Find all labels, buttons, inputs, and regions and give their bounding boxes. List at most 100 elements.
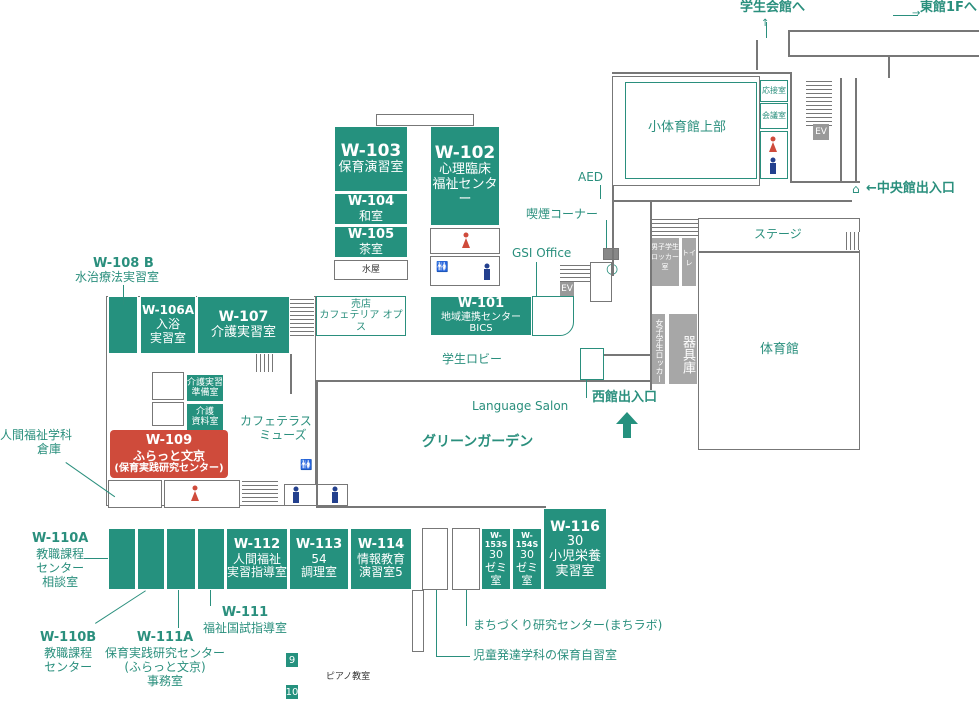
gsi-block <box>590 262 612 302</box>
care-data-room[interactable]: 介護 資料室 <box>186 403 224 431</box>
room-name: 和室 <box>358 208 383 223</box>
room-name: 小児栄養 <box>548 548 601 564</box>
room-name: 演習室5 <box>359 565 403 580</box>
room-code: W-107 <box>218 309 269 326</box>
restroom-w102-female <box>430 228 500 254</box>
w108b-code: W-108 B <box>93 256 154 271</box>
wall <box>650 200 652 390</box>
male-locker-room[interactable]: 男子学生ロッカー室 <box>650 237 680 287</box>
shop-cafeteria[interactable]: 売店 カフェテリア オプス <box>316 296 406 336</box>
piano-room-9[interactable]: 9 <box>285 652 299 668</box>
room-name: 調理室 <box>300 565 337 580</box>
accessible-restroom-icon: 🚻 <box>300 460 313 471</box>
room-code: W-116 <box>550 518 600 535</box>
w111-leader <box>210 590 211 606</box>
room-code: W-103 <box>340 140 402 161</box>
room-w110a[interactable] <box>108 528 136 590</box>
w110b-name2: センター <box>44 659 93 674</box>
entrance-arrow-icon <box>616 412 638 438</box>
restroom-w109 <box>164 480 240 508</box>
room-w154s[interactable]: W-154S 30 ゼミ室 <box>512 528 542 590</box>
room-code: W-104 <box>347 193 395 209</box>
stairs-gsi <box>560 262 590 282</box>
room-w104[interactable]: W-104 和室 <box>334 193 408 225</box>
elevator-gsi: EV <box>560 282 574 296</box>
room-name: 介護実習 <box>187 377 224 388</box>
wall <box>612 200 852 202</box>
mizuya-room[interactable]: 水屋 <box>334 260 408 280</box>
room-name: 情報教育 <box>356 551 405 566</box>
room-w102[interactable]: W-102 心理臨床 福祉センター <box>430 126 500 226</box>
room-w111[interactable] <box>197 528 225 590</box>
meeting-room[interactable]: 会議室 <box>760 103 788 129</box>
room-code: W-105 <box>347 226 395 242</box>
room-w116[interactable]: W-116 30 小児栄養 実習室 <box>543 508 607 590</box>
gsi-office[interactable] <box>532 296 574 336</box>
room-name: 実習室 <box>149 330 186 345</box>
human-welfare-storage-label: 人間福祉学科 倉庫 <box>0 428 72 457</box>
wall <box>612 186 614 276</box>
male-restroom-icon <box>484 263 490 280</box>
male-restroom-icon <box>770 157 776 174</box>
door-icon: ⌂ <box>852 182 860 196</box>
wall <box>790 72 792 182</box>
room-w112[interactable]: W-112 人間福祉 実習指導室 <box>226 528 288 590</box>
storage-room[interactable] <box>108 480 162 508</box>
accessible-restroom-icon: 🚻 <box>436 262 449 273</box>
w110a-name3: 相談室 <box>42 575 79 590</box>
student-hall-arrow-line <box>766 22 767 38</box>
language-salon-label: Language Salon <box>472 399 569 413</box>
room-name: 30 <box>489 548 503 562</box>
room-w111a[interactable] <box>166 528 196 590</box>
female-restroom-icon <box>462 232 470 248</box>
stage-stairs <box>846 232 860 250</box>
female-locker-room[interactable]: 女子学生ロッカー室 <box>644 313 666 385</box>
room-name: 実習室 <box>555 563 595 579</box>
room-name: 心理臨床 <box>438 162 491 178</box>
central-entrance-label[interactable]: ←中央館出入口 <box>866 181 955 196</box>
room-name: (保育実践研究センター) <box>114 462 224 474</box>
language-salon[interactable] <box>580 348 604 380</box>
w110a-name2: センター <box>36 560 85 575</box>
room-w110b[interactable] <box>137 528 165 590</box>
wall <box>604 354 650 356</box>
child-dev-leader-h <box>436 656 470 657</box>
w108b-leader <box>123 285 124 305</box>
east-building-direction[interactable]: 東館1Fへ <box>920 0 977 15</box>
gymnasium[interactable] <box>698 252 860 450</box>
reception-room[interactable]: 応接室 <box>760 80 788 102</box>
shop-line2: カフェテリア オプス <box>319 310 403 333</box>
wall <box>290 354 292 394</box>
room-code: W-102 <box>434 142 496 163</box>
stairs-east <box>806 80 832 126</box>
toilet-room[interactable]: トイレ <box>681 237 697 287</box>
room-w107[interactable]: W-107 介護実習室 <box>197 296 290 354</box>
w110a-name1: 教職課程 <box>36 546 85 561</box>
piano-room-10[interactable]: 10 <box>285 684 299 700</box>
care-prep-room[interactable]: 介護実習 準備室 <box>186 374 224 402</box>
room-w113[interactable]: W-113 54 調理室 <box>289 528 349 590</box>
room-code: W-109 <box>145 433 193 448</box>
room-w103[interactable]: W-103 保育演習室 <box>334 126 408 192</box>
room-w106a[interactable]: W-106A 入浴 実習室 <box>140 296 196 354</box>
equipment-room[interactable]: 器具庫 <box>668 313 698 385</box>
west-entrance-label[interactable]: 西館出入口 <box>592 390 658 405</box>
machi-lab-label: まちづくり研究センター(まちラボ) <box>473 618 663 632</box>
room-w114[interactable]: W-114 情報教育 演習室5 <box>350 528 412 590</box>
room-child-dev[interactable] <box>422 528 448 590</box>
room-w109[interactable]: W-109 ふらっと文京 (保育実践研究センター) <box>110 430 228 478</box>
wall <box>888 56 890 78</box>
w111-code: W-111 <box>221 605 269 620</box>
room-machi-lab[interactable] <box>452 528 480 590</box>
room-w105[interactable]: W-105 茶室 <box>334 226 408 258</box>
child-dev-leader <box>436 590 437 656</box>
room-w153s[interactable]: W-153S 30 ゼミ室 <box>481 528 511 590</box>
smoking-leader <box>606 220 607 250</box>
piano-rooms-bottom: 19181716151413121110 <box>285 684 425 700</box>
room-w101[interactable]: W-101 地域連携センターBICS <box>430 296 532 336</box>
cafe-terrace-line1: カフェテラス <box>240 414 312 428</box>
room-name: ゼミ室 <box>485 560 507 587</box>
student-hall-direction[interactable]: 学生会館へ <box>740 0 806 15</box>
gsi-leader <box>536 262 537 296</box>
room-w108b[interactable] <box>108 296 138 354</box>
